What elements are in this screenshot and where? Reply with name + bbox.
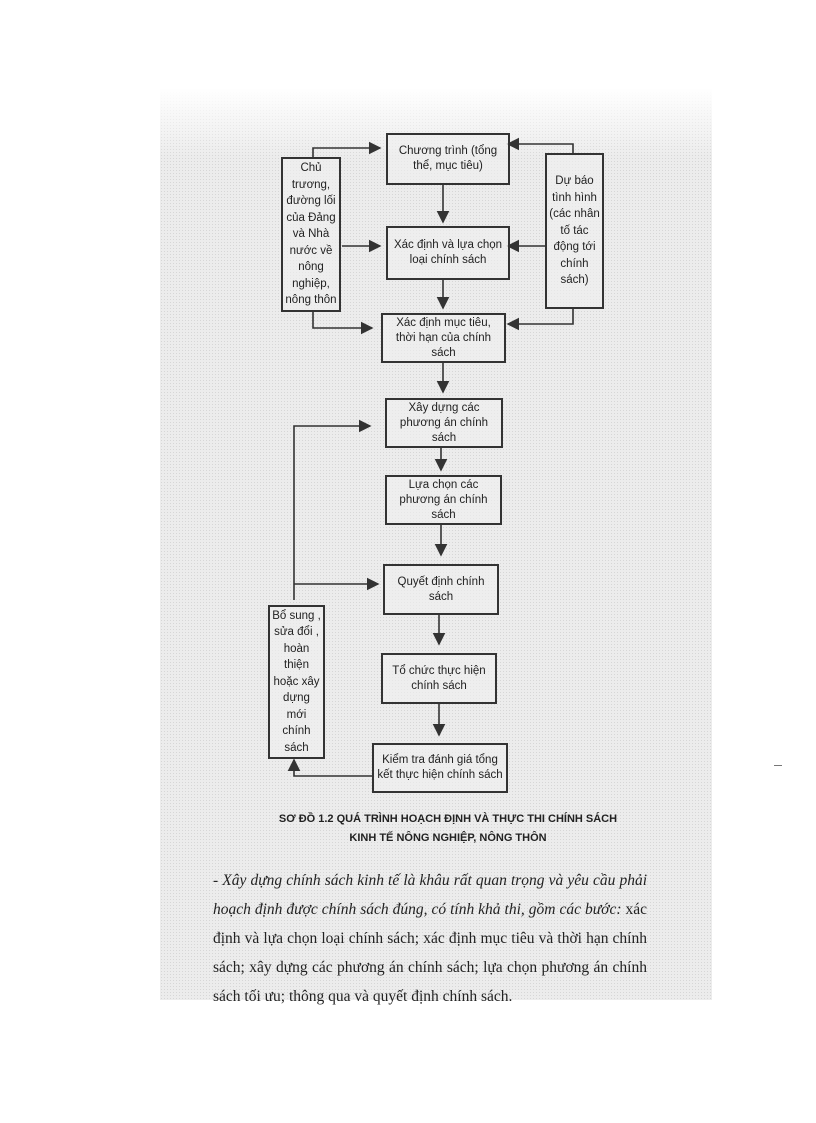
- box-select-type-text: Xác định và lựa chọn loại chính sách: [393, 239, 503, 266]
- paragraph-italic: - Xây dựng chính sách kinh tế là khâu rấ…: [213, 872, 647, 918]
- box-revise: Bổ sung , sửa đổi , hoàn thiện hoặc xây …: [268, 605, 325, 759]
- box-select-type: Xác định và lựa chọn loại chính sách: [386, 226, 510, 280]
- box-evaluate: Kiểm tra đánh giá tổng kết thực hiện chí…: [372, 743, 508, 793]
- box-choose-options-text: Lựa chọn các phương án chính sách: [399, 478, 488, 521]
- box-objectives: Xác định mục tiêu, thời hạn của chính sá…: [381, 313, 506, 363]
- box-program-text: Chương trình (tổng thể, mục tiêu): [398, 145, 498, 172]
- caption-line-2: KINH TẾ NÔNG NGHIỆP, NÔNG THÔN: [349, 832, 547, 844]
- diagram-caption: SƠ ĐỒ 1.2 QUÁ TRÌNH HOẠCH ĐỊNH VÀ THỰC T…: [268, 810, 628, 848]
- box-objectives-text: Xác định mục tiêu, thời hạn của chính sá…: [395, 316, 492, 359]
- box-forecast-text: Dự báo tình hình (các nhân tố tác động t…: [549, 175, 600, 287]
- box-build-options-text: Xây dựng các phương án chính sách: [399, 401, 489, 444]
- box-implement-text: Tổ chức thực hiện chính sách: [392, 664, 486, 692]
- box-program: Chương trình (tổng thể, mục tiêu): [386, 133, 510, 185]
- box-decide-text: Quyết định chính sách: [397, 575, 485, 603]
- box-revise-text: Bổ sung , sửa đổi , hoàn thiện hoặc xây …: [272, 609, 321, 754]
- box-party-policy: Chủ trương, đường lối của Đảng và Nhà nư…: [281, 157, 341, 312]
- box-build-options: Xây dựng các phương án chính sách: [385, 398, 503, 448]
- box-party-policy-text: Chủ trương, đường lối của Đảng và Nhà nư…: [285, 162, 337, 307]
- box-decide: Quyết định chính sách: [383, 564, 499, 615]
- body-paragraph: - Xây dựng chính sách kinh tế là khâu rấ…: [213, 866, 647, 1011]
- box-choose-options: Lựa chọn các phương án chính sách: [385, 475, 502, 525]
- margin-mark: [774, 765, 782, 766]
- box-forecast: Dự báo tình hình (các nhân tố tác động t…: [545, 153, 604, 309]
- box-evaluate-text: Kiểm tra đánh giá tổng kết thực hiện chí…: [377, 754, 503, 781]
- box-implement: Tổ chức thực hiện chính sách: [381, 653, 497, 704]
- caption-line-1: SƠ ĐỒ 1.2 QUÁ TRÌNH HOẠCH ĐỊNH VÀ THỰC T…: [278, 813, 618, 825]
- paragraph-normal: xác định và lựa chọn loại chính sách; xá…: [213, 901, 647, 1005]
